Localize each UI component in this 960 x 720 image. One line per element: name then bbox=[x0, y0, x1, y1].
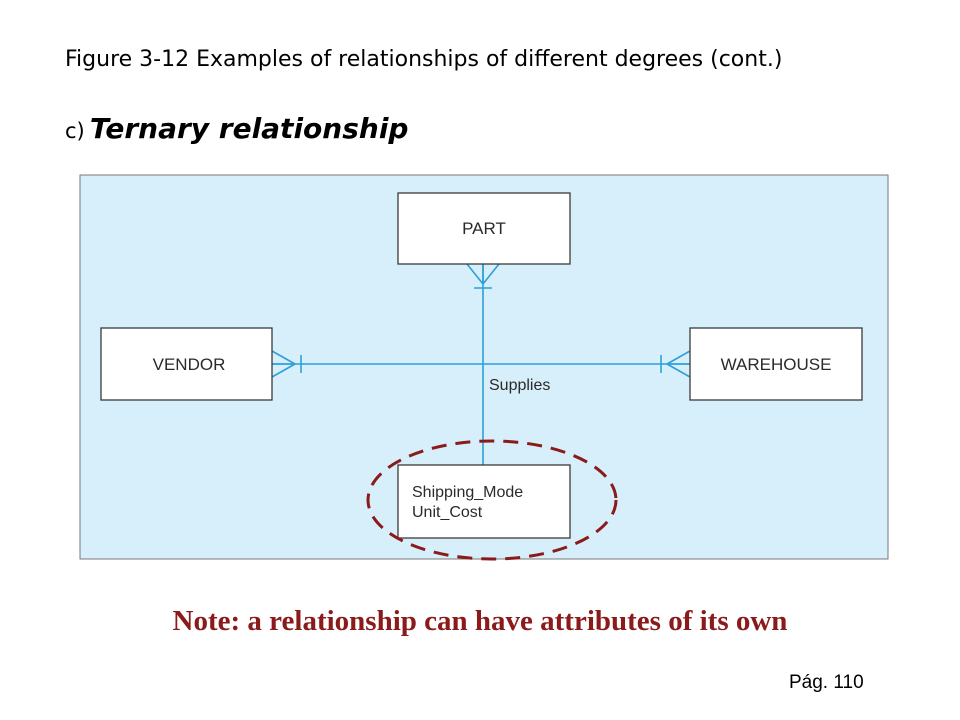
relationship-lines bbox=[271, 263, 691, 465]
entity-vendor[interactable]: VENDOR bbox=[100, 327, 273, 401]
entity-part-label: PART bbox=[462, 219, 506, 238]
highlight-ellipse bbox=[366, 439, 618, 561]
crows-foot-warehouse bbox=[660, 350, 691, 378]
subtitle-text: Ternary relationship bbox=[89, 112, 409, 145]
relationship-label: Supplies bbox=[489, 377, 550, 394]
entity-warehouse-label: WAREHOUSE bbox=[721, 355, 832, 374]
crows-foot-vendor bbox=[271, 350, 302, 378]
attribute-unit-cost: Unit_Cost bbox=[412, 504, 483, 521]
page-number: Pág. 110 bbox=[789, 672, 864, 693]
relationship-attributes-box[interactable]: Shipping_Mode Unit_Cost bbox=[397, 464, 571, 539]
subtitle-letter: c) bbox=[65, 119, 85, 143]
figure-title: Figure 3-12 Examples of relationships of… bbox=[65, 47, 783, 72]
entity-warehouse[interactable]: WAREHOUSE bbox=[689, 327, 863, 401]
entity-vendor-label: VENDOR bbox=[153, 355, 226, 374]
crows-foot-part bbox=[466, 263, 500, 289]
entity-part[interactable]: PART bbox=[397, 192, 571, 265]
subtitle: c) Ternary relationship bbox=[65, 112, 408, 145]
attribute-shipping-mode: Shipping_Mode bbox=[412, 484, 523, 501]
note-text: Note: a relationship can have attributes… bbox=[172, 605, 788, 637]
